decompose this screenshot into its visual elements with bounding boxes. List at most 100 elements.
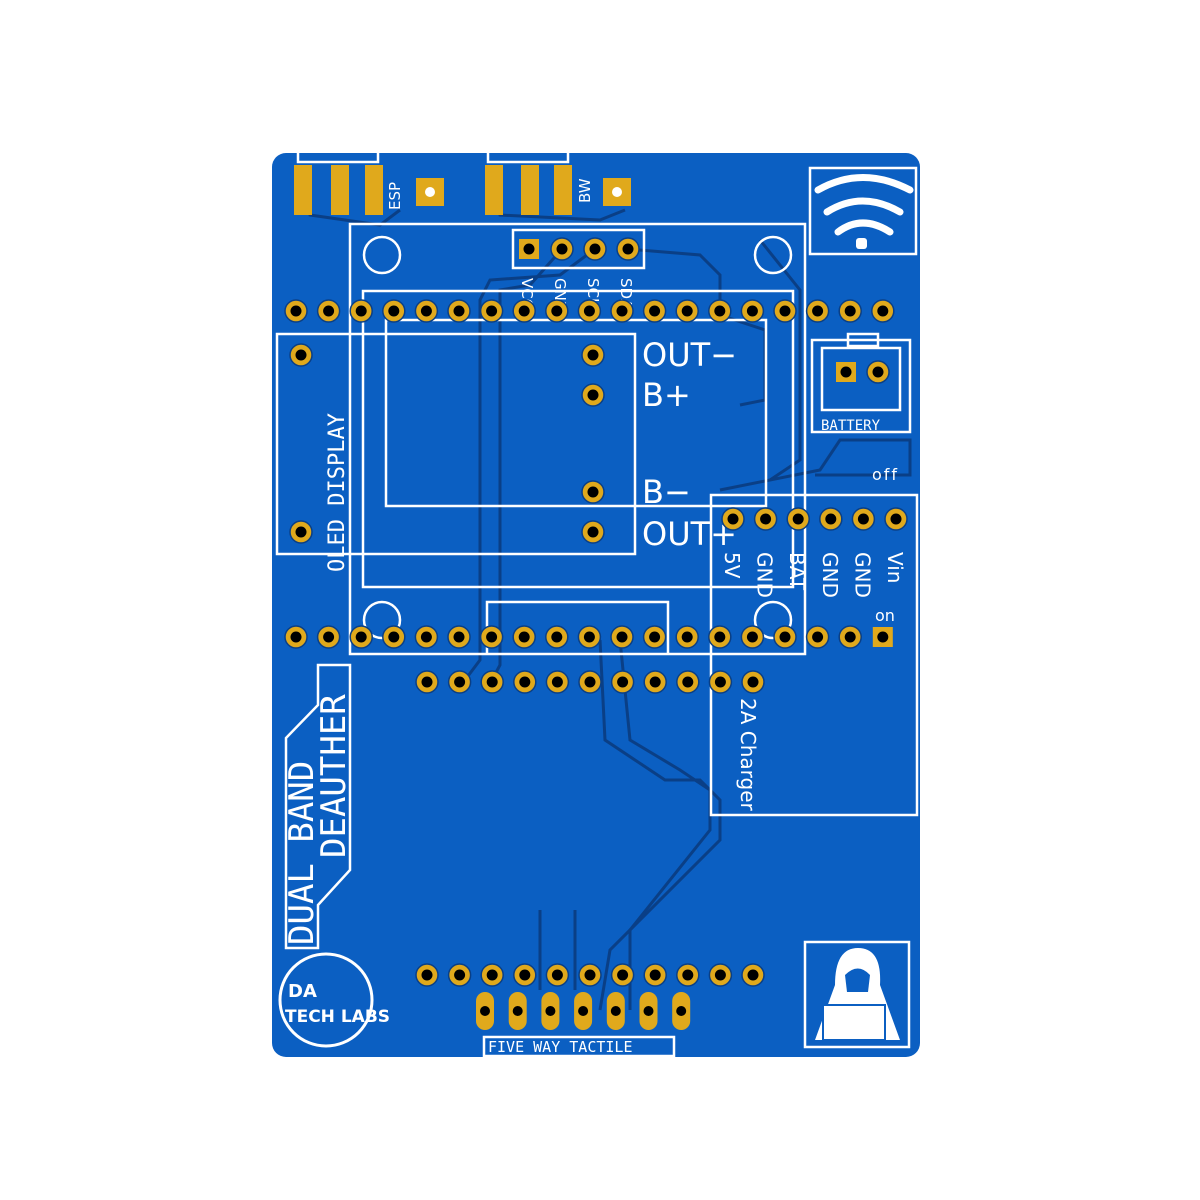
pad	[871, 299, 895, 323]
pad	[545, 299, 569, 323]
smd-pad	[521, 165, 539, 215]
pad	[773, 625, 797, 649]
led-pad	[603, 178, 631, 206]
tactile-pad	[574, 992, 593, 1030]
label-b-minus: B−	[642, 473, 691, 511]
battery-connector-key	[846, 332, 880, 348]
pad	[480, 963, 504, 987]
charger-pin-label: GND	[753, 552, 777, 598]
pad	[447, 670, 472, 694]
pad	[786, 507, 810, 531]
pads	[284, 165, 908, 1030]
switch-outline-bw	[486, 138, 570, 164]
battery-label: BATTERY	[821, 418, 881, 434]
pad	[741, 963, 765, 987]
pad	[675, 625, 699, 649]
pad	[872, 627, 893, 647]
pad	[545, 963, 570, 987]
pad	[583, 237, 607, 261]
tech-labs-logo: DA TECH LABS	[278, 952, 390, 1048]
pad	[708, 625, 732, 649]
pad	[415, 670, 439, 694]
pad	[480, 670, 504, 694]
pad	[581, 480, 605, 504]
tactile-pad	[541, 992, 560, 1030]
switch-label-bw: BW	[576, 178, 594, 203]
pad	[643, 670, 667, 694]
smd-pad	[331, 165, 349, 215]
label-out-plus: OUT+	[642, 515, 737, 553]
pad	[519, 239, 539, 259]
smd-pad	[294, 165, 312, 215]
pad	[447, 299, 471, 323]
mount-hole	[753, 235, 793, 275]
switch-label-esp: ESP	[386, 182, 404, 210]
switch-off-label: off	[872, 465, 899, 484]
label-out-minus: OUT−	[642, 336, 737, 374]
pad	[642, 625, 667, 649]
pad	[577, 625, 602, 649]
pad	[545, 625, 569, 649]
tactile-pad	[639, 992, 658, 1030]
battery-connector-outline	[810, 338, 912, 434]
mount-hole	[753, 600, 793, 640]
pad	[550, 237, 574, 261]
charger-pin-label: BAT	[785, 552, 809, 591]
pad	[676, 670, 700, 694]
switch-on-label: on	[875, 606, 895, 625]
pad	[805, 299, 830, 323]
switch-outline-esp	[296, 138, 380, 164]
pad	[642, 299, 667, 323]
charger-pin-label: Vin	[883, 552, 907, 583]
pad	[741, 670, 765, 694]
pad	[414, 625, 439, 649]
pad	[289, 520, 313, 544]
battery-connector-body	[820, 346, 902, 412]
tactile-label-box	[482, 1035, 676, 1058]
tactile-pad	[508, 992, 527, 1030]
tactile-label: FIVE WAY TACTILE	[488, 1038, 633, 1056]
wifi-icon	[808, 166, 918, 256]
title-line-1: DUAL BAND	[282, 761, 322, 945]
pad	[610, 299, 634, 323]
pad	[284, 299, 308, 323]
pad	[414, 299, 439, 323]
led-pad	[416, 178, 444, 206]
pad	[581, 343, 605, 367]
pad	[643, 963, 667, 987]
pad	[721, 507, 745, 531]
pad	[819, 507, 843, 531]
pad	[512, 299, 536, 323]
pad	[616, 237, 640, 261]
smd-pad	[485, 165, 503, 215]
pad	[479, 625, 504, 649]
pad	[836, 362, 856, 382]
mount-hole	[362, 600, 402, 640]
pad	[479, 299, 504, 323]
pad	[610, 963, 635, 987]
pad	[884, 507, 908, 531]
pad	[316, 625, 341, 649]
charger-pin-label: GND	[818, 552, 842, 598]
pad	[708, 670, 733, 694]
pad	[578, 963, 602, 987]
pad	[581, 520, 605, 544]
pad	[676, 963, 700, 987]
pad	[289, 343, 313, 367]
tactile-pad	[606, 992, 625, 1030]
label-b-plus: B+	[642, 376, 691, 414]
tactile-pad	[476, 992, 494, 1030]
smd-pad	[365, 165, 383, 215]
pad	[708, 963, 733, 987]
pad	[866, 360, 890, 384]
charger-pin-label: GND	[850, 552, 874, 598]
pad	[675, 299, 699, 323]
oled-screen-outline	[361, 289, 795, 589]
pad	[316, 299, 341, 323]
project-title: DUAL BAND DEAUTHER	[282, 663, 354, 950]
pad	[581, 383, 605, 407]
charger-label: 2A Charger	[736, 698, 760, 812]
pad	[610, 670, 635, 694]
